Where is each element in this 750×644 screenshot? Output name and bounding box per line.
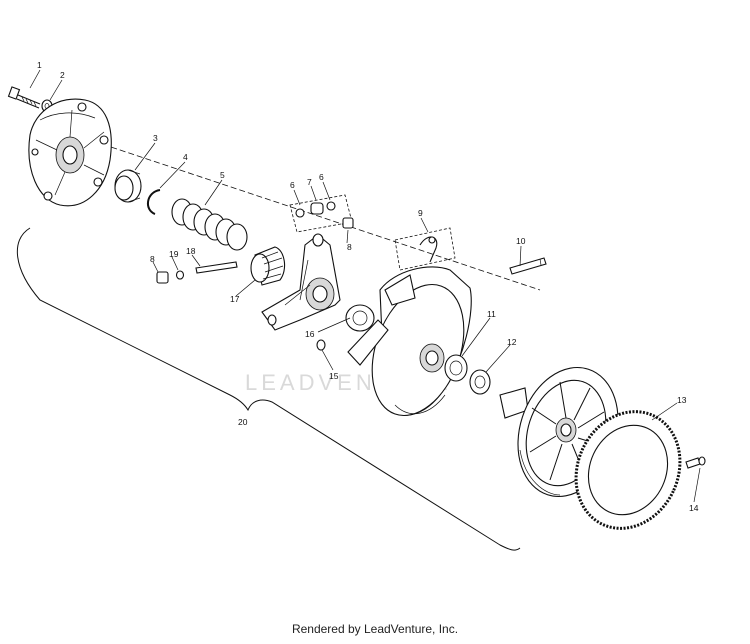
callout-2: 2 (60, 70, 65, 80)
part-10-shaft-pin (509, 257, 547, 275)
part-3-bushing (114, 169, 142, 203)
part-18-pin (195, 261, 238, 274)
callout-7: 7 (307, 177, 312, 187)
callout-6-right: 6 (319, 172, 324, 182)
leader-lines (29, 69, 701, 503)
callout-12: 12 (507, 337, 517, 347)
part-11-bushing (444, 354, 468, 382)
callout-20: 20 (238, 417, 248, 427)
callout-11: 11 (487, 309, 496, 319)
part-19-washer (175, 270, 185, 280)
callout-6-left: 6 (290, 180, 295, 190)
part-14-screw (685, 456, 706, 469)
part-5-spring (171, 198, 248, 251)
part-4-snap-ring (147, 189, 161, 215)
part-8-nut-left (156, 271, 169, 284)
callout-14: 14 (689, 503, 699, 513)
callout-8-right: 8 (347, 242, 352, 252)
callout-16: 16 (305, 329, 315, 339)
callout-13: 13 (677, 395, 687, 405)
part-16-washer (345, 304, 375, 332)
part-12-washer (469, 369, 491, 395)
parts-6-7-roller-kit (289, 194, 353, 233)
part-1-bolt (7, 86, 41, 109)
part-9-clip (394, 227, 456, 271)
callout-5: 5 (220, 170, 225, 180)
callout-19: 19 (169, 249, 179, 259)
callout-4: 4 (183, 152, 188, 162)
part-13-ring-gear (574, 410, 682, 530)
callout-17: 17 (230, 294, 240, 304)
spider-arm (261, 233, 341, 331)
footer-credit: Rendered by LeadVenture, Inc. (291, 622, 459, 636)
callout-1: 1 (37, 60, 42, 70)
part-8-nut-right (342, 217, 354, 229)
part-15-screw (316, 339, 326, 351)
assembly-bracket (16, 227, 521, 551)
callout-3: 3 (153, 133, 158, 143)
callout-9: 9 (418, 208, 423, 218)
callout-15: 15 (329, 371, 339, 381)
cover-plate (28, 98, 112, 207)
part-17-roller (250, 246, 286, 286)
callout-10: 10 (516, 236, 526, 246)
callout-18: 18 (186, 246, 196, 256)
callout-labels: 1 2 3 4 5 6 7 6 8 8 19 18 17 9 10 11 12 … (37, 60, 699, 513)
callout-8-left: 8 (150, 254, 155, 264)
moveable-sheave (347, 266, 472, 417)
